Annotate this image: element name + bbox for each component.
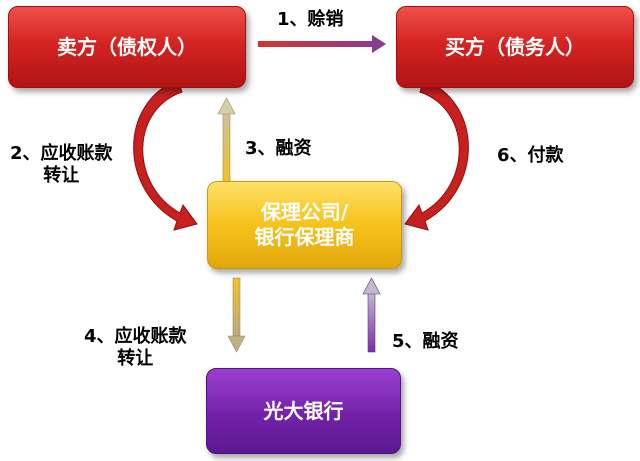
edge-label-receivables-transfer-bank-line2: 转让 xyxy=(117,347,154,369)
edge-label-receivables-transfer: 2、应收账款 转让 xyxy=(10,143,113,186)
factor-label-line1: 保理公司/ xyxy=(260,200,349,224)
bank-label: 光大银行 xyxy=(263,398,344,423)
arrow-payment-curved xyxy=(404,79,469,231)
seller-label: 卖方（债权人） xyxy=(57,34,197,59)
edge-label-receivables-transfer-bank: 4、应收账款 转让 xyxy=(84,326,187,369)
edge-label-credit-sale: 1、赊销 xyxy=(277,9,344,30)
edge-label-receivables-transfer-bank-line1: 4、应收账款 xyxy=(84,326,187,347)
arrow-credit-sale xyxy=(258,35,386,53)
buyer-node: 买方（债务人） xyxy=(396,6,634,88)
arrow-financing-up xyxy=(217,97,236,183)
factor-label-line2: 银行保理商 xyxy=(254,225,355,249)
edge-label-receivables-transfer-line2: 转让 xyxy=(43,164,80,186)
edge-label-financing-bank: 5、融资 xyxy=(392,331,459,352)
buyer-label: 买方（债务人） xyxy=(445,34,585,59)
factor-node: 保理公司/ 银行保理商 xyxy=(207,181,402,269)
arrow-financing-bank-up xyxy=(362,277,381,353)
edge-label-payment: 6、付款 xyxy=(497,145,564,166)
arrow-receivables-transfer-curved xyxy=(133,79,198,231)
edge-label-receivables-transfer-line1: 2、应收账款 xyxy=(10,143,113,164)
edge-label-financing: 3、融资 xyxy=(245,138,312,159)
arrow-receivables-transfer-down xyxy=(227,277,246,353)
seller-node: 卖方（债权人） xyxy=(8,6,246,88)
bank-node: 光大银行 xyxy=(206,368,401,454)
